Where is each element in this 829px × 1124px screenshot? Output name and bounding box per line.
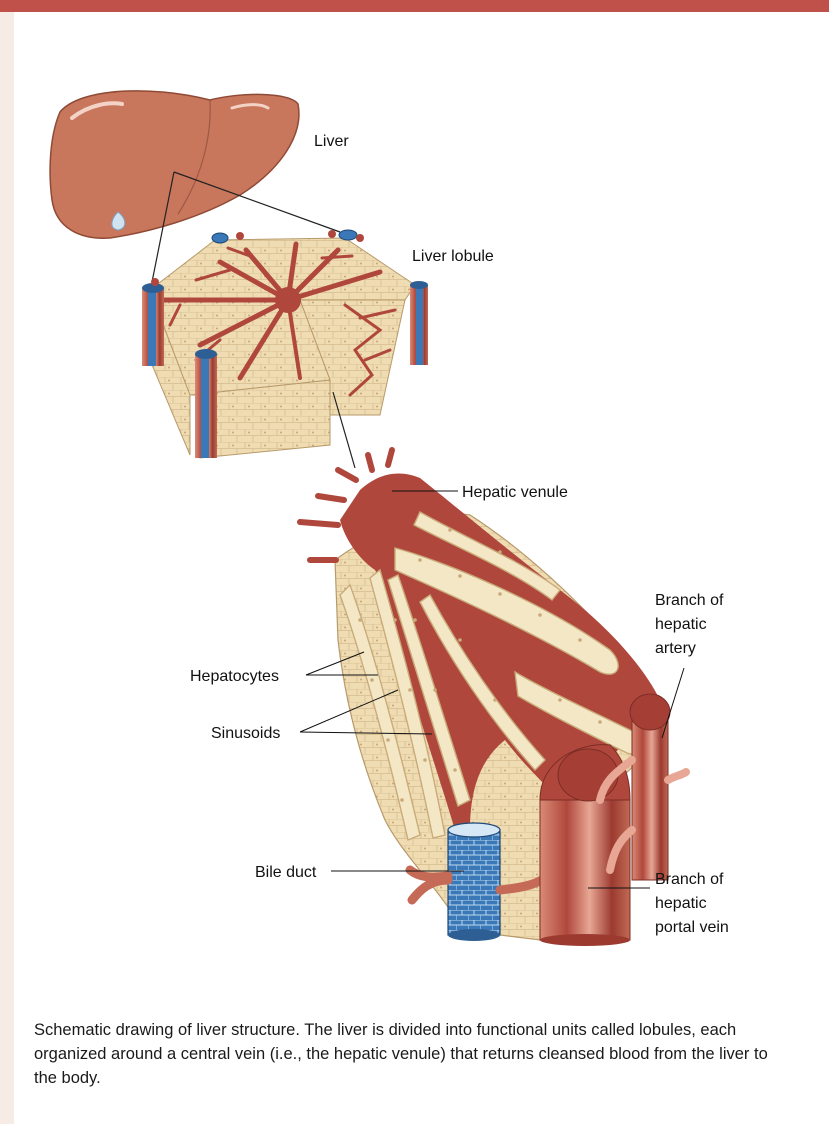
label-sinusoids: Sinusoids xyxy=(211,725,280,742)
liver-lobule xyxy=(142,230,428,458)
label-branch-portal-line1: Branch of xyxy=(655,871,724,888)
label-liver-lobule: Liver lobule xyxy=(412,248,494,265)
liver-structure-diagram: Liver Liver lobule Hepatic venule Branch… xyxy=(0,0,829,990)
label-hepatocytes: Hepatocytes xyxy=(190,668,279,685)
label-bile-duct: Bile duct xyxy=(255,864,317,881)
liver-organ xyxy=(50,91,299,238)
label-branch-portal-line2: hepatic xyxy=(655,895,707,912)
label-branch-artery-line3: artery xyxy=(655,640,696,657)
label-branch-artery-line1: Branch of xyxy=(655,592,724,609)
label-branch-portal-line3: portal vein xyxy=(655,919,729,936)
label-hepatic-venule: Hepatic venule xyxy=(462,484,568,501)
label-liver: Liver xyxy=(314,133,349,150)
bile-duct xyxy=(448,823,500,941)
figure-caption: Schematic drawing of liver structure. Th… xyxy=(34,1018,794,1090)
label-branch-artery-line2: hepatic xyxy=(655,616,707,633)
